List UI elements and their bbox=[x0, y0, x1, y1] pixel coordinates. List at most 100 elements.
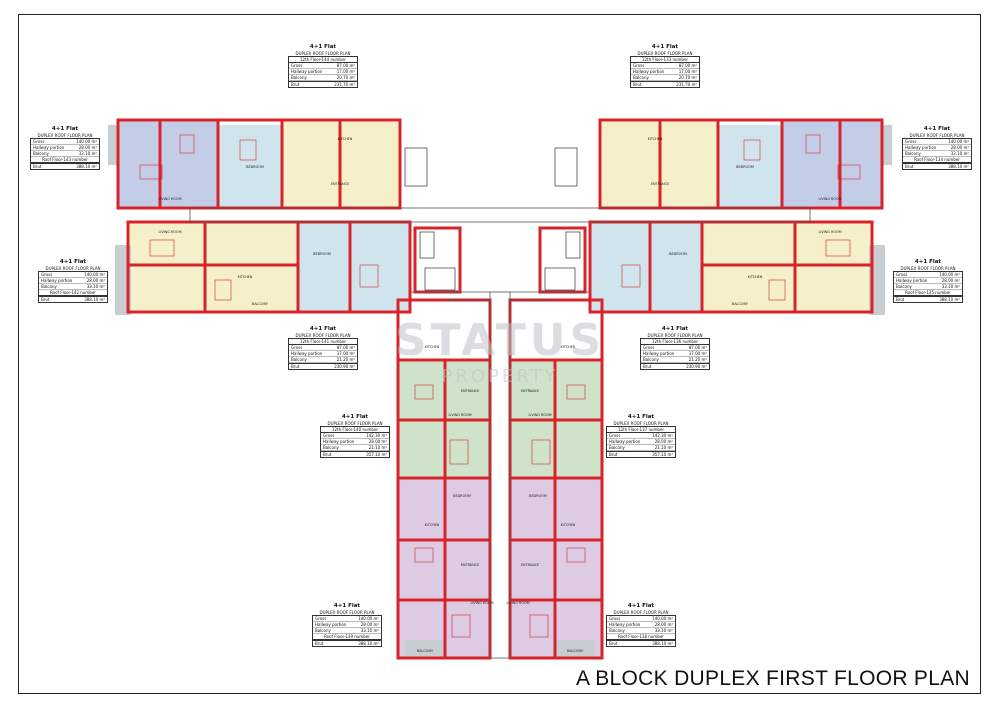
flat-type: 4+1 Flat bbox=[627, 414, 655, 420]
plan-name: DUPLEX ROOF FLOOR PLAN bbox=[613, 610, 669, 615]
bed bbox=[239, 139, 257, 161]
floor-number: Roof Floor-134 number bbox=[903, 157, 971, 163]
room-label: KITCHEN bbox=[425, 523, 440, 527]
drawing-frame bbox=[18, 14, 981, 694]
dining-table bbox=[179, 134, 195, 154]
room-label: BEDROOM bbox=[453, 494, 471, 498]
apartment-info-box: 4+1 Flat DUPLEX ROOF FLOOR PLAN 12th Flo… bbox=[630, 44, 700, 88]
watermark: STATUS PROPERTY bbox=[395, 315, 601, 387]
room-label: KITCHEN bbox=[238, 275, 253, 279]
room-label: LIVING ROOM bbox=[528, 413, 551, 417]
zone-mr-yellow bbox=[702, 222, 872, 312]
zone-ml-yellow bbox=[128, 222, 298, 312]
terrace-ur bbox=[878, 125, 892, 165]
room-label: BALCONY bbox=[732, 302, 749, 306]
flat-type: 4+1 Flat bbox=[627, 603, 655, 609]
plan-name: DUPLEX ROOF FLOOR PLAN bbox=[45, 266, 101, 271]
room-label: BEDROOM bbox=[669, 252, 687, 256]
corridor-center bbox=[489, 291, 511, 659]
sofa bbox=[531, 439, 551, 465]
room-label: ENTRANCE bbox=[521, 563, 539, 567]
room-label: BALCONY bbox=[252, 302, 269, 306]
room-label: BEDROOM bbox=[529, 494, 547, 498]
flat-type: 4+1 Flat bbox=[923, 126, 951, 132]
plan-name: DUPLEX ROOF FLOOR PLAN bbox=[900, 266, 956, 271]
room-label: KITCHEN bbox=[561, 523, 576, 527]
sofa bbox=[529, 614, 549, 638]
room-label: LIVING ROOM bbox=[818, 230, 841, 234]
floor-number: 12th Floor-136 number bbox=[641, 339, 709, 345]
floor-number: 12th Floor-141 number bbox=[289, 339, 357, 345]
room-label: LIVING ROOM bbox=[158, 197, 181, 201]
plan-name: DUPLEX ROOF FLOOR PLAN bbox=[613, 421, 669, 426]
floor-number: 12th Floor-144 number bbox=[289, 57, 357, 63]
apartment-info-box: 4+1 Flat DUPLEX ROOF FLOOR PLAN 12th Flo… bbox=[288, 44, 358, 88]
stair-cores bbox=[404, 147, 581, 291]
zone-ur-cyan bbox=[718, 125, 782, 208]
room-label: BEDROOM bbox=[736, 165, 754, 169]
room-label: BALCONY bbox=[567, 649, 584, 653]
zone-ul-cyan bbox=[218, 125, 282, 208]
stair-mid-left bbox=[424, 267, 456, 291]
zone-ml-cyan bbox=[298, 222, 410, 312]
room-label: KITCHEN bbox=[561, 345, 576, 349]
room-label: LIVING ROOM bbox=[470, 601, 493, 605]
floor-number: Roof Floor-143 number bbox=[31, 157, 99, 163]
corridor-upper bbox=[189, 207, 811, 223]
room-label: BEDROOM bbox=[246, 165, 264, 169]
terrace-bl bbox=[405, 640, 445, 658]
room-label: ENTRANCE bbox=[461, 563, 479, 567]
floor-number: 12th Floor-133 number bbox=[631, 57, 699, 63]
flat-type: 4+1 Flat bbox=[914, 259, 942, 265]
plan-name: DUPLEX ROOF FLOOR PLAN bbox=[647, 333, 703, 338]
plan-name: DUPLEX ROOF FLOOR PLAN bbox=[319, 610, 375, 615]
dining-table bbox=[566, 384, 586, 400]
terrace-br bbox=[555, 640, 595, 658]
room-label: KITCHEN bbox=[748, 275, 763, 279]
room-label: BEDROOM bbox=[313, 252, 331, 256]
stair-top-right bbox=[554, 147, 578, 187]
room-label: KITCHEN bbox=[425, 345, 440, 349]
plan-name: DUPLEX ROOF FLOOR PLAN bbox=[637, 51, 693, 56]
room-label: KITCHEN bbox=[648, 137, 663, 141]
stair-mid-right bbox=[544, 267, 576, 291]
sofa bbox=[837, 164, 861, 180]
furniture bbox=[139, 134, 861, 638]
room-label: LIVING ROOM bbox=[158, 230, 181, 234]
room-label: LIVING ROOM bbox=[448, 413, 471, 417]
